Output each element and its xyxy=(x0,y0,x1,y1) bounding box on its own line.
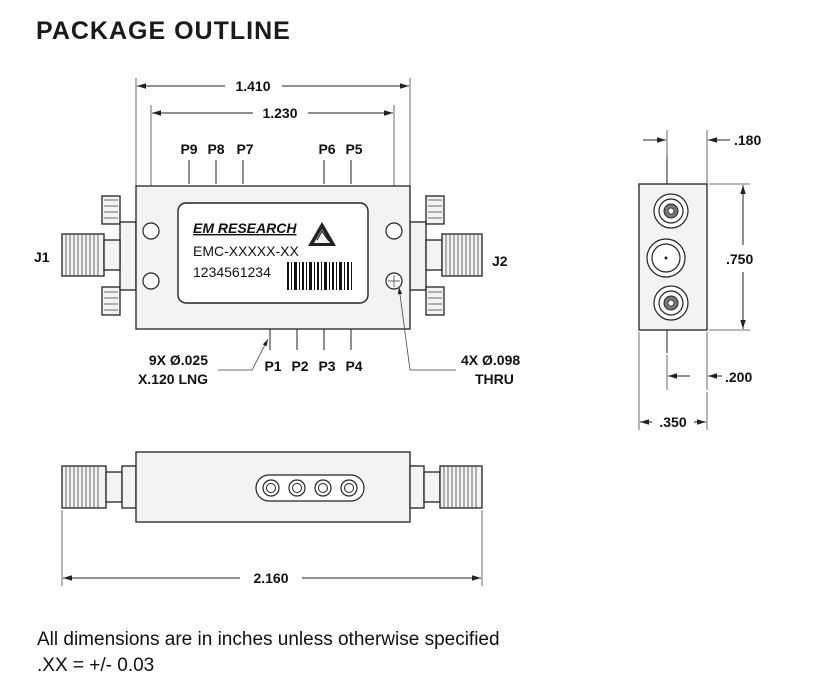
dim-depth: .350 xyxy=(638,332,708,430)
dim-hole-spacing-label: 1.230 xyxy=(262,105,297,121)
note-tolerance: .XX = +/- 0.03 xyxy=(37,655,154,676)
connector-label-j1: J1 xyxy=(34,249,50,265)
front-view: 2.160 xyxy=(61,451,483,586)
dim-height-label: .750 xyxy=(726,251,753,267)
dim-hole-spacing: 1.230 xyxy=(150,105,395,220)
barcode-icon xyxy=(287,262,352,290)
pin-label-p3: P3 xyxy=(318,358,335,374)
side-view: .180 .750 .200 .350 xyxy=(638,130,761,430)
pin-label-p1: P1 xyxy=(264,358,281,374)
mounting-hole xyxy=(385,222,403,240)
dim-overall-length-label: 2.160 xyxy=(253,570,288,586)
dim-height: .750 xyxy=(709,183,753,331)
label-company: EM RESEARCH xyxy=(193,220,297,236)
connector-j1: J1 xyxy=(34,195,137,316)
connector-label-j2: J2 xyxy=(492,253,508,269)
pin-label-p2: P2 xyxy=(291,358,308,374)
esd-warning-icon xyxy=(308,222,336,246)
label-part-number: EMC-XXXXX-XX xyxy=(193,243,299,259)
dim-overall-width: 1.410 xyxy=(135,78,411,188)
dim-overall-length: 2.160 xyxy=(61,510,483,586)
dim-overall-width-label: 1.410 xyxy=(235,78,270,94)
page-title: PACKAGE OUTLINE xyxy=(36,17,291,45)
pin-label-p6: P6 xyxy=(318,141,335,157)
pin-label-p8: P8 xyxy=(207,141,224,157)
pin-label-p7: P7 xyxy=(236,141,253,157)
bottom-pins: P1 P2 P3 P4 xyxy=(264,329,363,374)
pin-label-p4: P4 xyxy=(345,358,362,374)
hole-callout-line1: 4X Ø.098 xyxy=(461,352,520,368)
mounting-hole xyxy=(142,272,160,290)
label-serial: 1234561234 xyxy=(193,264,271,280)
dim-depth-label: .350 xyxy=(659,414,686,430)
pin-callout-line2: X.120 LNG xyxy=(138,371,208,387)
product-label: EM RESEARCH EMC-XXXXX-XX 1234561234 xyxy=(177,202,369,304)
pin-label-p5: P5 xyxy=(345,141,362,157)
dim-pin: .200 xyxy=(666,332,752,390)
top-view: 1.410 1.230 P9 P8 P7 P6 P5 xyxy=(34,78,520,387)
dim-flange: .180 xyxy=(643,130,761,184)
housing-front xyxy=(135,451,411,523)
dim-flange-label: .180 xyxy=(734,132,761,148)
pin-label-p9: P9 xyxy=(180,141,197,157)
hole-callout-line2: THRU xyxy=(475,371,514,387)
top-pins: P9 P8 P7 P6 P5 xyxy=(180,141,363,184)
mounting-hole xyxy=(142,222,160,240)
pin-callout-line1: 9X Ø.025 xyxy=(149,352,208,368)
note-units: All dimensions are in inches unless othe… xyxy=(37,629,500,650)
dim-pin-label: .200 xyxy=(725,369,752,385)
connector-j2: J2 xyxy=(409,195,508,316)
